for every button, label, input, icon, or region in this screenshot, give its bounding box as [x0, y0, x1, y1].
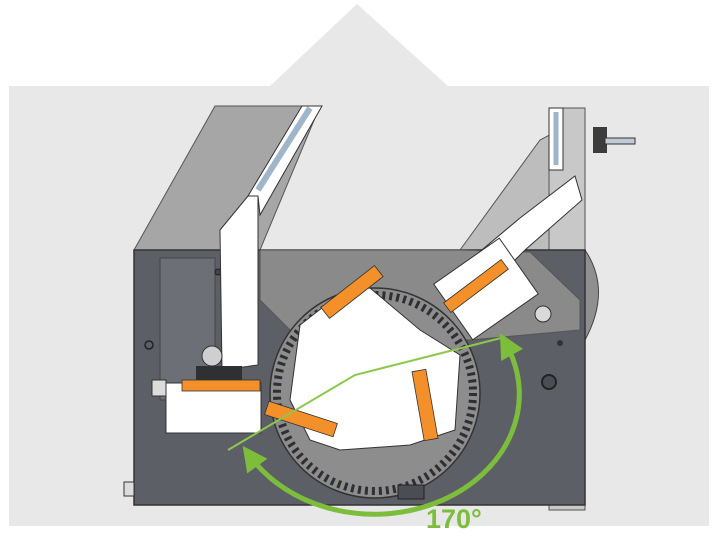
left-arm: [219, 195, 259, 371]
left-nut: [151, 379, 167, 397]
bottom-left-foot: [123, 481, 135, 497]
blade-right-fixed: [443, 258, 509, 314]
bottom-center-foot: [397, 484, 425, 500]
left-rail-stripe: [255, 106, 313, 192]
curved-double-arrow-icon: [242, 333, 523, 517]
right-hex-bolt: [534, 305, 552, 323]
right-top-knob: [593, 127, 607, 153]
right-bolt-hole: [541, 374, 557, 390]
blade-left-fixed: [181, 379, 261, 392]
roof-triangle: [270, 4, 448, 86]
blade-rotor-top: [320, 264, 384, 320]
left-arm-rail: [247, 105, 323, 217]
left-arm-pivot: [201, 345, 223, 367]
blade-left-fixed-holder: [196, 366, 242, 380]
right-top-lever: [604, 137, 636, 145]
rotation-arc: [242, 333, 523, 517]
right-small-hole: [557, 340, 563, 346]
right-clamp-block: [433, 237, 539, 341]
left-bolt-hole: [144, 340, 154, 350]
right-round-bulge: [584, 248, 599, 341]
rotation-angle-label: 170°: [426, 504, 482, 534]
